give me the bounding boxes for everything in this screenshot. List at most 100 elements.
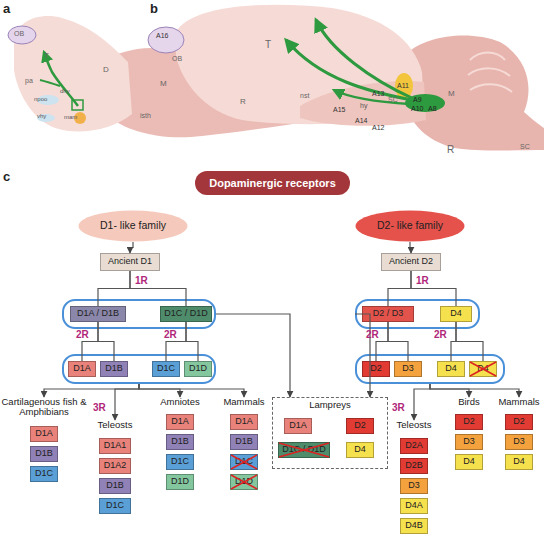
region-label: T bbox=[265, 40, 271, 50]
node-label: D4B bbox=[401, 521, 427, 531]
region-label: hy bbox=[360, 102, 367, 109]
node-label: D1B bbox=[31, 449, 57, 459]
receptor-box: D4B bbox=[400, 518, 428, 534]
tree-connector bbox=[130, 242, 133, 253]
cross-line bbox=[470, 362, 496, 376]
receptor-box: D3 bbox=[455, 434, 483, 450]
species-column: TeleostsD1A1D1A2D1BD1C bbox=[85, 420, 145, 518]
tree-connector bbox=[411, 271, 456, 306]
panel-letter: c bbox=[3, 170, 10, 183]
node-label: D4A bbox=[401, 501, 427, 511]
duplication-round: 1R bbox=[416, 276, 429, 286]
receptor-box: D1B bbox=[99, 478, 131, 494]
column-heading: Amniotes bbox=[150, 397, 210, 407]
region-label: isth bbox=[140, 112, 151, 119]
olfactory-bulb bbox=[148, 27, 184, 53]
node-label: D2 bbox=[363, 364, 389, 374]
receptor-box: D1B bbox=[30, 446, 58, 462]
node-label: D4 bbox=[441, 309, 471, 319]
tree-connector bbox=[414, 384, 430, 420]
receptor-box: D4 bbox=[505, 454, 533, 470]
receptor-box: D1A2 bbox=[99, 458, 131, 474]
tree-connector bbox=[451, 322, 456, 361]
loss-cross bbox=[278, 442, 330, 458]
node-label: D2A bbox=[401, 441, 427, 451]
node-label: D3 bbox=[456, 437, 482, 447]
tree-connector bbox=[139, 384, 180, 397]
receptor-box: D1A bbox=[68, 361, 96, 377]
node-label: D2 / D3 bbox=[363, 309, 413, 319]
receptor-box: D2 bbox=[505, 414, 533, 430]
tree-connector bbox=[430, 384, 469, 397]
node-label: D2B bbox=[401, 461, 427, 471]
node-label: D1B bbox=[101, 364, 127, 374]
receptor-box: D1A bbox=[284, 418, 312, 434]
cross-line bbox=[231, 475, 257, 489]
midbrain-nuclei bbox=[405, 94, 445, 112]
column-heading: Mammals bbox=[494, 397, 544, 407]
node-label: D1A2 bbox=[100, 461, 130, 471]
loss-cross bbox=[230, 474, 258, 490]
tree-connector bbox=[82, 322, 98, 361]
species-column: TeleostsD2AD2BD3D4AD4B bbox=[388, 420, 440, 538]
receptor-box: D2 bbox=[346, 418, 374, 434]
region-label: pa bbox=[25, 77, 33, 84]
receptor-box: D1C / D1D bbox=[160, 306, 212, 322]
receptor-box: D1D bbox=[184, 361, 212, 377]
receptor-box: D1C bbox=[230, 454, 258, 470]
region-label: M bbox=[448, 90, 455, 98]
node-label: D1D bbox=[167, 477, 193, 487]
region-label: A12 bbox=[372, 124, 384, 131]
tree-connector bbox=[166, 322, 186, 361]
node-label: D3 bbox=[506, 437, 532, 447]
node-label: D2 bbox=[506, 417, 532, 427]
receptor-box: D1C bbox=[152, 361, 180, 377]
tree-connector bbox=[430, 384, 519, 397]
region-label: M bbox=[160, 80, 167, 88]
region-label: A9 bbox=[413, 96, 422, 103]
node-label: D1A bbox=[231, 417, 257, 427]
receptor-box: D1A bbox=[166, 414, 194, 430]
receptor-box: D4 bbox=[346, 442, 374, 458]
node-label: D1B bbox=[231, 437, 257, 447]
dopamine-pathway bbox=[286, 40, 412, 100]
tree-connector bbox=[355, 314, 370, 397]
region-label: mam bbox=[64, 114, 77, 120]
tree-connector bbox=[376, 322, 388, 361]
cross-line bbox=[231, 455, 257, 469]
hindbrain-region bbox=[405, 36, 544, 151]
duplication-round: 2R bbox=[366, 330, 379, 340]
receptor-box: Ancient D1 bbox=[100, 253, 160, 271]
tree-connector bbox=[388, 271, 411, 306]
node-label: D1C / D1D bbox=[161, 309, 211, 319]
node-label: D1D bbox=[185, 364, 211, 374]
cross-line bbox=[470, 362, 496, 376]
dopamine-pathway bbox=[334, 90, 410, 104]
receptor-box: D4 bbox=[469, 361, 497, 377]
region-label: A16 bbox=[156, 32, 168, 39]
tree-connector bbox=[115, 384, 139, 420]
node-label: D1B bbox=[167, 437, 193, 447]
dopamine-pathway bbox=[316, 20, 412, 98]
receptor-box: D3 bbox=[400, 478, 428, 494]
duplication-round: 2R bbox=[434, 330, 447, 340]
node-label: D1C bbox=[100, 501, 130, 511]
panel-letter: b bbox=[150, 2, 158, 15]
node-label: D4 bbox=[347, 445, 373, 455]
tree-connector bbox=[98, 271, 130, 306]
column-heading: Mammals bbox=[214, 397, 274, 407]
receptor-box: Ancient D2 bbox=[381, 253, 441, 271]
node-label: D1- like family bbox=[78, 220, 188, 232]
species-column: AmniotesD1AD1BD1CD1D bbox=[150, 397, 210, 493]
region-label: R bbox=[240, 98, 246, 106]
family-ellipse: D2- like family bbox=[355, 210, 465, 242]
region-label: A14 bbox=[355, 117, 367, 124]
loss-cross bbox=[469, 361, 497, 377]
group-outline: D2D3D4D4 bbox=[355, 354, 505, 384]
node-label: Ancient D2 bbox=[382, 257, 440, 267]
panel-letter: a bbox=[3, 2, 10, 15]
node-label: D1A bbox=[69, 364, 95, 374]
region-label: OB bbox=[172, 55, 182, 62]
species-column: MammalsD1AD1BD1CD1D bbox=[214, 397, 274, 493]
